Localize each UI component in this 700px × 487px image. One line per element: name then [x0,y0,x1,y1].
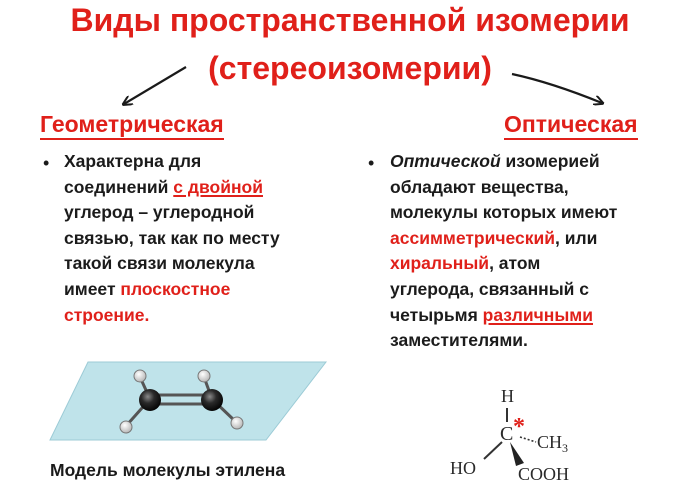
chiral-star: * [513,414,525,440]
chiral-carbon-formula: H C * CH3 HO COOH [450,386,569,484]
formula-h: H [501,386,514,406]
page-subtitle: (стереоизомерии) [208,50,492,86]
page-title: Виды пространственной изомерии [70,2,630,38]
right-bullet: • [368,153,375,173]
hydrogen-atom [230,416,244,430]
hydrogen-atom [197,369,211,383]
formula-c: C [500,423,513,445]
formula-ho: HO [450,458,476,478]
hydrogen-atom [119,420,133,434]
wedge-bond [510,442,524,466]
right-arrow [511,72,602,103]
geometric-description: Характерна для соединений с двойной угле… [64,151,280,325]
carbon-atom [201,389,223,411]
hydrogen-atom [133,369,147,383]
left-arrow [124,66,187,104]
ethylene-caption: Модель молекулы этилена [50,460,286,480]
formula-cooh: COOH [518,464,569,484]
ethylene-model [49,361,328,441]
formula-ch3: CH3 [537,432,568,455]
optical-description: Оптической изомерией обладают вещества, … [390,151,618,351]
left-bullet: • [43,153,50,173]
carbon-atom [139,389,161,411]
optical-heading: Оптическая [504,111,638,140]
geometric-heading: Геометрическая [40,111,224,140]
molecular-plane [49,361,328,441]
